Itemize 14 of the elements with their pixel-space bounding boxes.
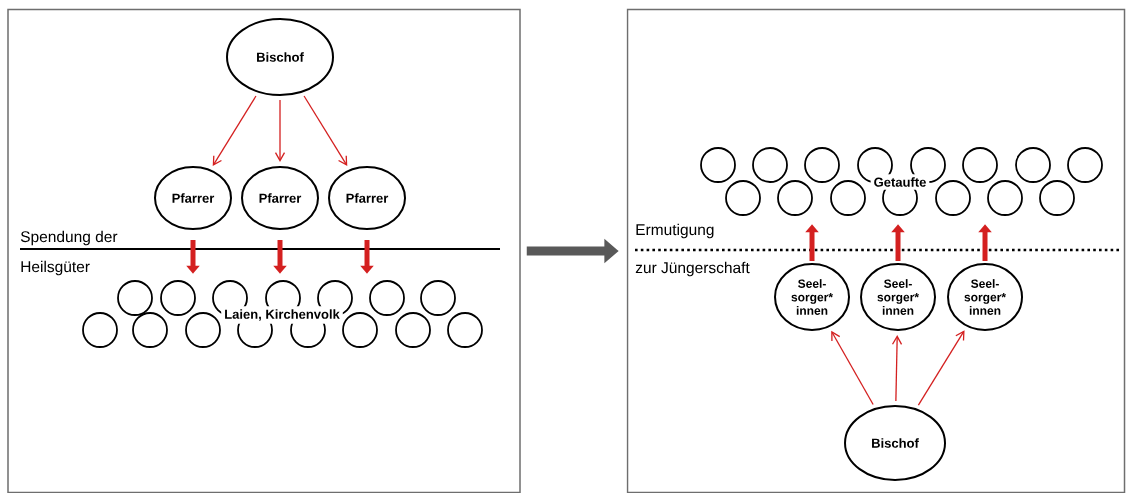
panel-frame <box>7 8 521 493</box>
side-label: zur Jüngerschaft <box>635 261 750 277</box>
side-label: Spendung der <box>20 230 118 246</box>
side-label: Heilsgüter <box>21 260 90 276</box>
arrow <box>917 330 965 406</box>
arrow <box>303 95 348 167</box>
panel-frame <box>626 8 1126 493</box>
arrow <box>831 330 874 406</box>
side-label: Ermutigung <box>636 223 714 239</box>
arrow <box>891 335 903 402</box>
arrow <box>274 99 286 162</box>
group-label: Laien, Kirchenvolk <box>221 306 343 324</box>
arrow <box>212 95 257 167</box>
group-label: Getaufte <box>870 174 930 190</box>
